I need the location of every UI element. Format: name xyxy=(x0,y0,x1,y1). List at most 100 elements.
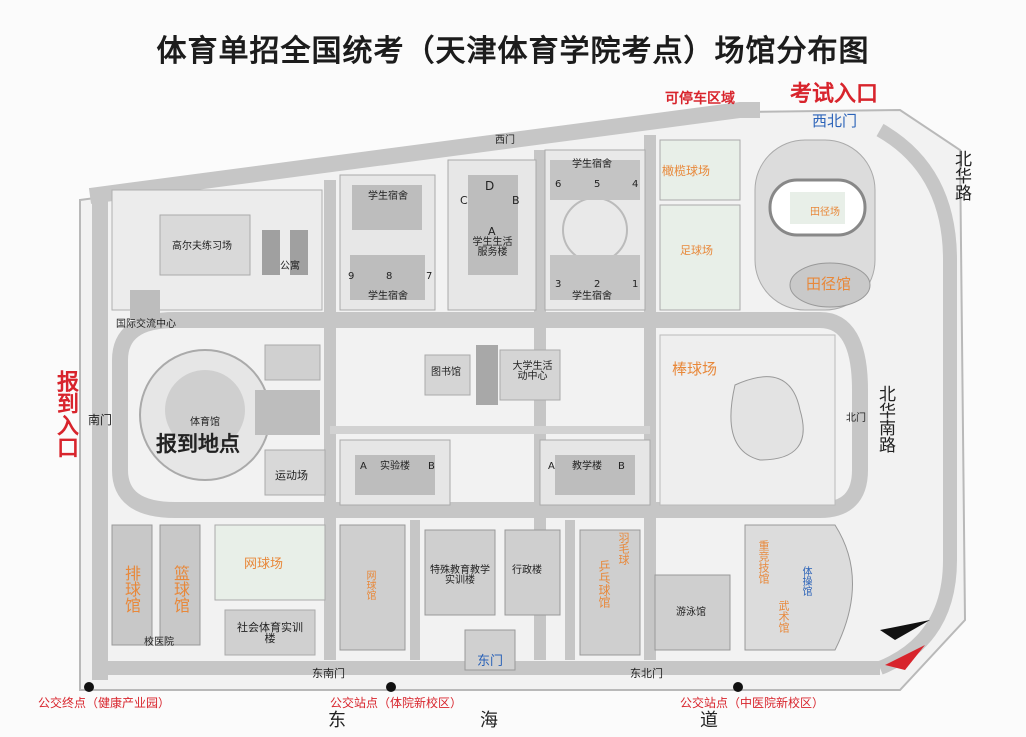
northwest-gate-label: 西北门 xyxy=(812,112,858,130)
rugby-label: 橄榄球场 xyxy=(662,164,711,178)
service-building xyxy=(468,175,518,275)
track-hall xyxy=(789,262,871,308)
rugby-field xyxy=(659,139,741,201)
dorm-b-top-building xyxy=(550,160,640,200)
special-ed-label: 特殊教育教学实训楼 xyxy=(430,565,490,586)
admin-building xyxy=(504,529,561,616)
compass-arrow-icon xyxy=(885,645,925,670)
map-title: 体育单招全国统考（天津体育学院考点）场馆分布图 xyxy=(156,34,870,69)
letter-b-lab: B xyxy=(428,461,435,472)
admin-label: 行政楼 xyxy=(512,565,542,576)
register-entrance-label: 报到入口 xyxy=(53,370,78,458)
martial-label: 武术馆 xyxy=(777,600,790,633)
dorm-number-8: 8 xyxy=(386,271,393,282)
teaching-building xyxy=(555,455,635,495)
dorm-number-5: 5 xyxy=(594,179,601,190)
special-ed-building xyxy=(424,529,496,616)
apartment-b xyxy=(290,230,308,275)
badminton-label: 羽毛球 xyxy=(617,532,630,565)
student-center-label: 大学生活动中心 xyxy=(512,361,553,382)
football-label: 足球场 xyxy=(680,244,713,257)
east-gate-block xyxy=(464,629,516,671)
bus-stop-3-label: 公交站点（中医院新校区） xyxy=(680,696,825,710)
north-road xyxy=(88,102,760,204)
dorm-a-top-building xyxy=(352,185,422,230)
social-center-building xyxy=(224,609,316,656)
golf-label: 高尔夫练习场 xyxy=(172,241,232,252)
dorm-a-top-label: 学生宿舍 xyxy=(368,191,408,202)
apartment-label: 公寓 xyxy=(280,261,300,272)
bus-stop-2-label: 公交站点（体院新校区） xyxy=(330,696,463,710)
east-gate-label: 东门 xyxy=(477,654,504,669)
register-point-label: 报到地点 xyxy=(156,432,240,456)
combat-label: 重竞技馆 xyxy=(757,540,770,584)
pingpong-hall xyxy=(579,529,641,656)
east-road xyxy=(876,123,957,675)
library-label: 图书馆 xyxy=(431,367,461,378)
letter-b-service: B xyxy=(512,194,520,207)
lab-building xyxy=(355,455,435,495)
service-label: 学生生活服务楼 xyxy=(472,237,513,258)
library-building xyxy=(424,354,471,396)
bus-stop-dot-3 xyxy=(733,682,743,692)
social-center-label: 社会体育实训楼 xyxy=(237,621,303,645)
north-gate-label: 北门 xyxy=(846,413,866,424)
bus-stop-dot-2 xyxy=(386,682,396,692)
letter-c: C xyxy=(460,194,468,207)
southeast-gate-label: 东南门 xyxy=(312,667,345,680)
sports-ground-label: 运动场 xyxy=(275,469,308,482)
dorm-number-1: 1 xyxy=(632,279,639,290)
dorm-number-2: 2 xyxy=(594,279,601,290)
central-building xyxy=(476,345,498,405)
letter-b-teaching: B xyxy=(618,461,625,472)
bus-stop-1-label: 公交终点（健康产业园） xyxy=(38,696,171,710)
hospital-label: 校医院 xyxy=(144,637,174,648)
dorm-number-3: 3 xyxy=(555,279,562,290)
dorm-a-bottom-label: 学生宿舍 xyxy=(368,291,408,302)
pingpong-label: 乒乓球馆 xyxy=(597,560,611,608)
tennis-hall-label: 网球馆 xyxy=(364,570,375,600)
track-field-label: 田径场 xyxy=(810,207,840,218)
swimming-hall xyxy=(654,574,731,651)
ring-road xyxy=(112,312,868,518)
intl-center-label: 国际交流中心 xyxy=(116,319,176,330)
tennis-hall xyxy=(339,524,406,651)
dorm-number-7: 7 xyxy=(426,271,433,282)
gym-annex-1 xyxy=(264,344,321,381)
dorm-b-bottom-label: 学生宿舍 xyxy=(572,291,612,302)
dorm-number-6: 6 xyxy=(555,179,562,190)
dorm-number-4: 4 xyxy=(632,179,639,190)
letter-a-service: A xyxy=(488,225,496,238)
letter-d: D xyxy=(485,179,495,193)
parking-label: 可停车区域 xyxy=(665,91,735,107)
north-hua-south-road-label: 北华南路 xyxy=(875,385,895,453)
football-field xyxy=(659,204,741,311)
bus-stop-dot-1 xyxy=(84,682,94,692)
apartment-a xyxy=(262,230,280,275)
letter-a-teaching: A xyxy=(548,461,555,472)
track-hall-label: 田径馆 xyxy=(806,275,852,293)
gym-building xyxy=(165,370,245,450)
lab-label: 实验楼 xyxy=(380,461,410,472)
intl-building xyxy=(130,290,160,320)
west-gate-label: 西门 xyxy=(495,135,515,146)
dong-hai-road-2: 海 xyxy=(480,710,498,731)
gym-annex-2 xyxy=(255,390,320,435)
exam-entrance-label: 考试入口 xyxy=(790,82,879,107)
sports-ground-block xyxy=(264,449,326,496)
letter-a-lab: A xyxy=(360,461,367,472)
dong-hai-road-1: 东 xyxy=(328,710,346,731)
golf-range xyxy=(159,214,251,276)
south-gate-label: 南门 xyxy=(88,413,113,427)
tennis-courts xyxy=(214,524,326,601)
northeast-gate-label: 东北门 xyxy=(630,667,663,680)
teaching-label: 教学楼 xyxy=(572,461,602,472)
north-hua-road-label: 北华路 xyxy=(951,150,971,201)
gymnastics-label: 体操馆 xyxy=(800,566,811,596)
baseball-diamond xyxy=(730,376,804,461)
gym-label: 体育馆 xyxy=(190,417,220,428)
basketball-hall xyxy=(159,524,201,646)
dorm-b-bottom-building xyxy=(550,255,640,300)
